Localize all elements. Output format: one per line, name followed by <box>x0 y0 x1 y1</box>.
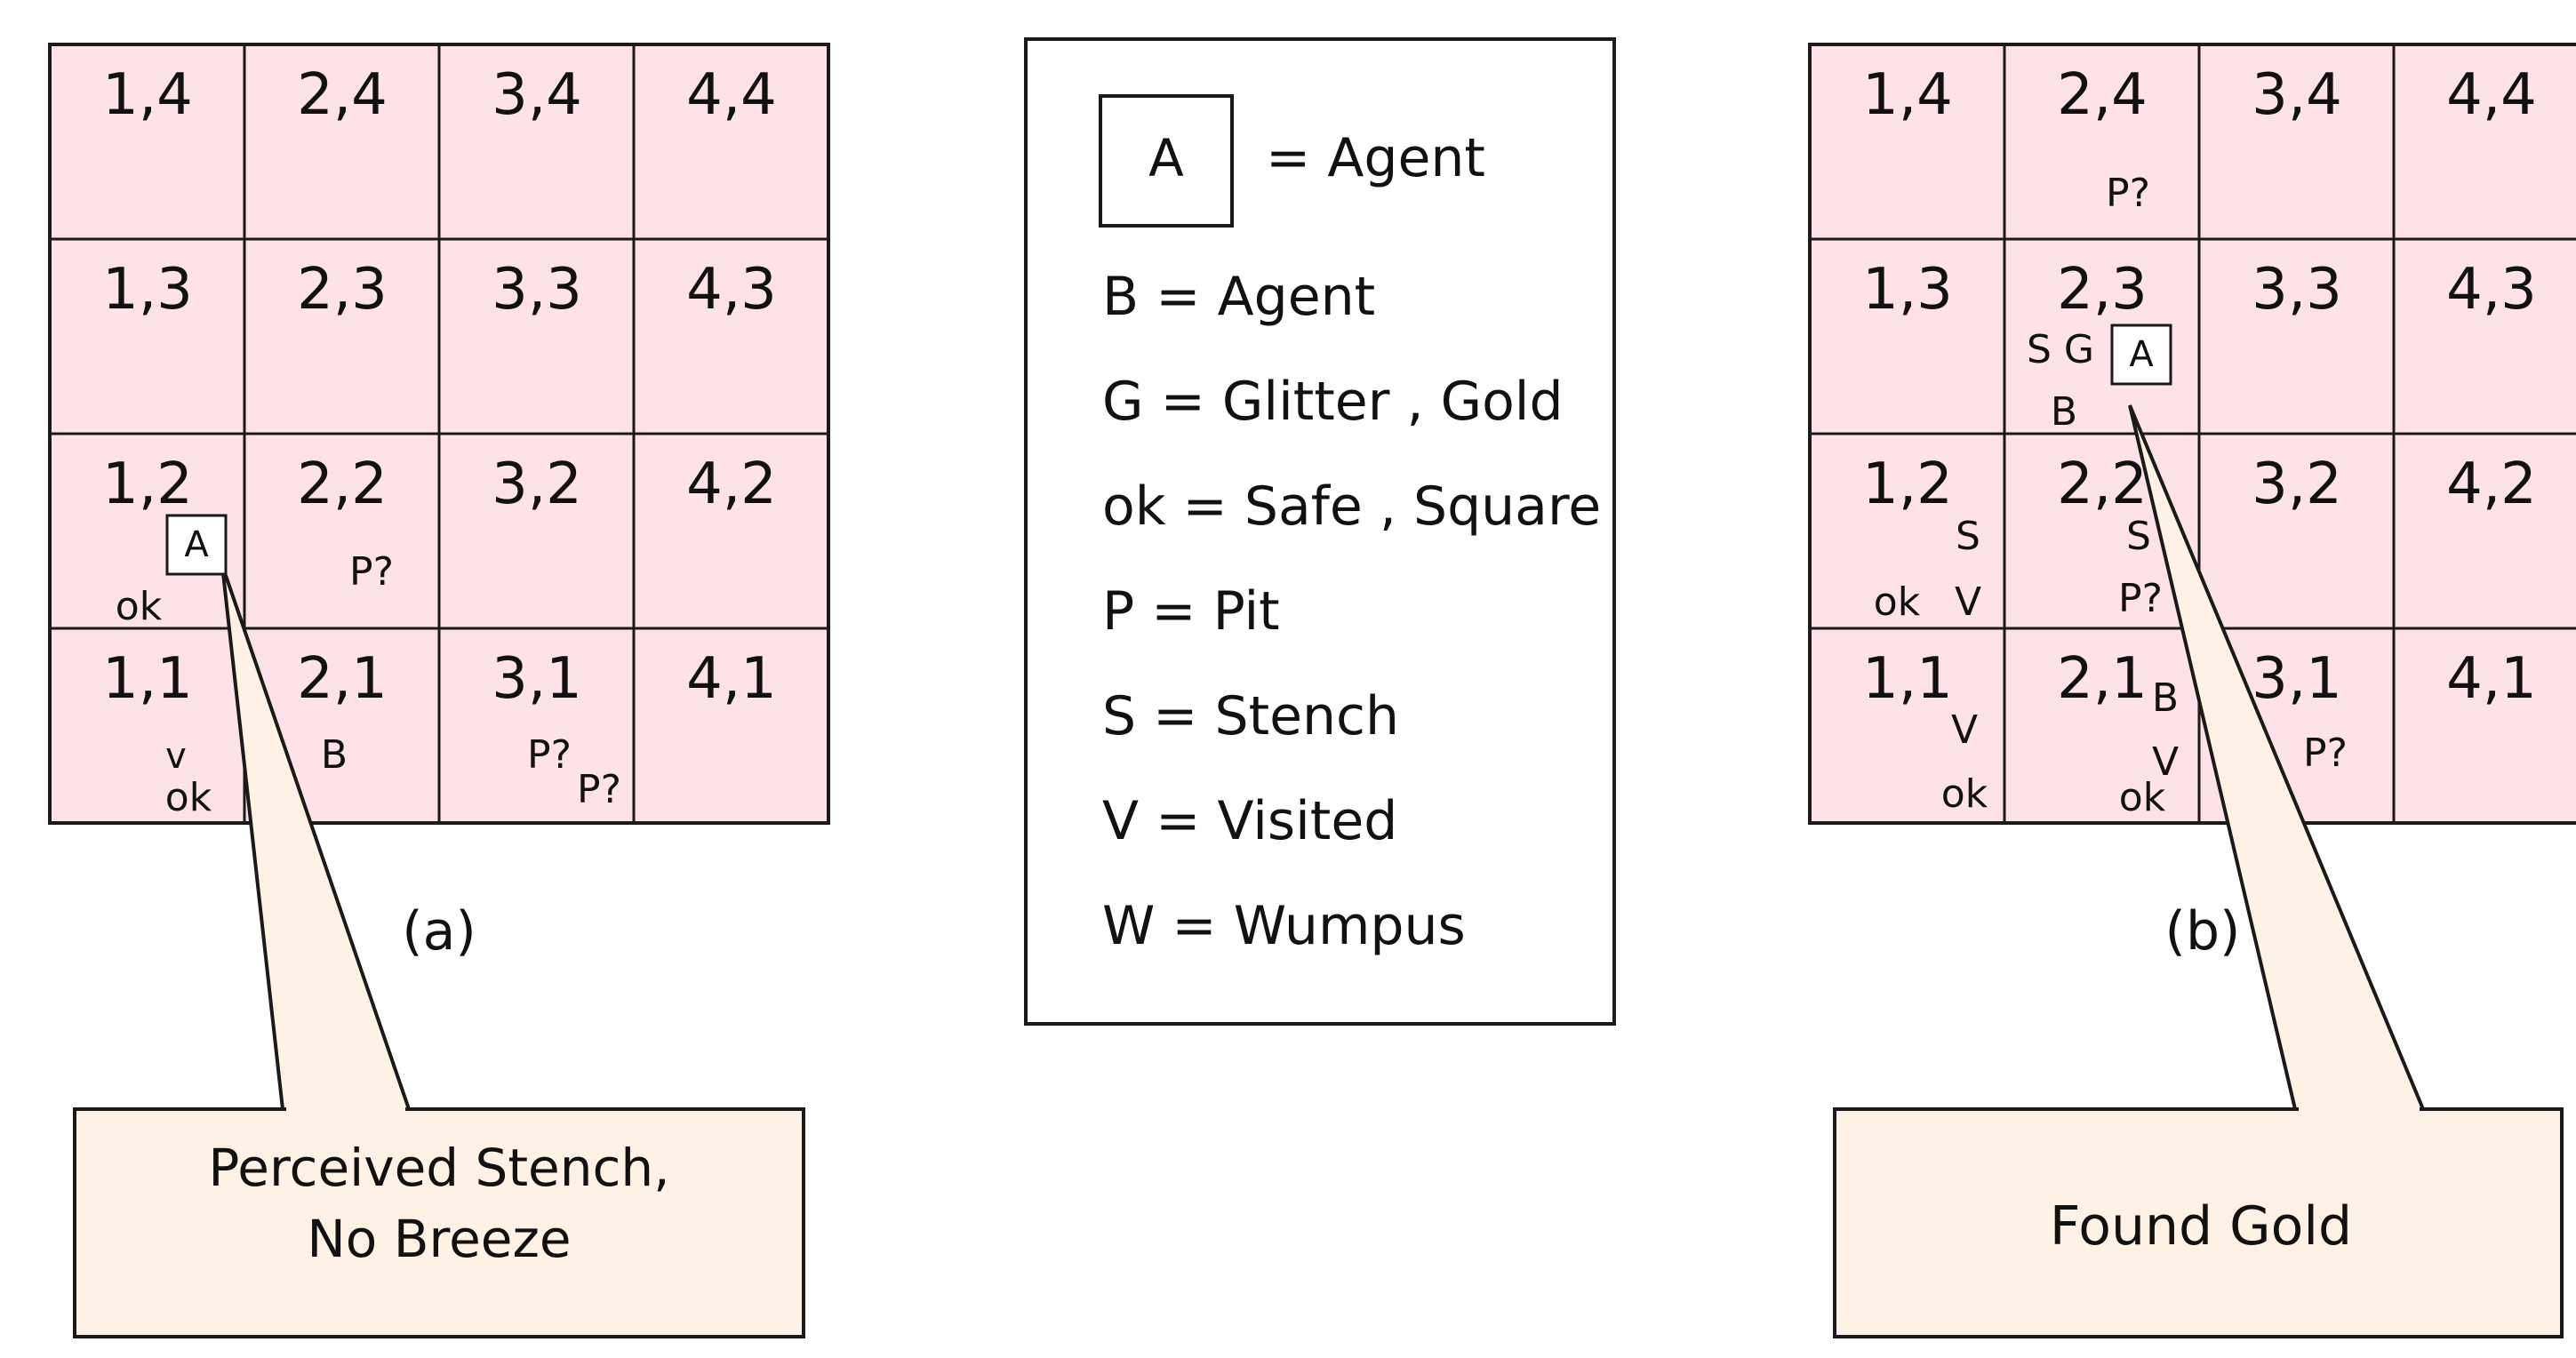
grid-b-ok-mark: ok <box>1874 579 1921 625</box>
grid-a-cell-label: 3,2 <box>492 451 582 517</box>
legend-item: S = Stench <box>1102 685 1399 747</box>
grid-a-cell-label: 2,2 <box>297 451 388 517</box>
grid-b-ok-mark: ok <box>2119 775 2166 820</box>
grid-b-cell-label: 4,2 <box>2446 451 2537 517</box>
grid-b-breeze-mark: B <box>2051 389 2077 435</box>
grid-b-stench-glitter-mark: S G <box>2027 327 2094 372</box>
grid-a: 1,4 2,4 3,4 4,4 1,3 2,3 3,3 4,3 1,2 2,2 … <box>48 43 830 1338</box>
grid-b-visited-mark: V <box>2152 739 2179 785</box>
grid-a-visited-mark: v <box>165 736 187 777</box>
grid-a-cell-label: 4,2 <box>686 451 777 517</box>
grid-b-visited-mark: V <box>1951 707 1978 753</box>
grid-a-callout-text: Perceived Stench, <box>208 1138 669 1198</box>
grid-a-cell-label: 1,3 <box>102 257 193 323</box>
grid-b-cell-label: 4,3 <box>2446 257 2537 323</box>
grid-b-pit-mark: P? <box>2118 576 2163 621</box>
grid-a-agent-marker <box>165 514 228 576</box>
grid-a-cell-label: 1,2 <box>102 451 193 517</box>
grid-a-ok-mark: ok <box>165 775 212 820</box>
grid-a-cell-label: 2,4 <box>297 62 388 128</box>
grid-b: 1,4 2,4 3,4 4,4 1,3 2,3 3,3 4,3 1,2 2,2 … <box>1808 43 2576 1338</box>
grid-a-cell-label: 1,4 <box>102 62 193 128</box>
grid-a-callout-box <box>73 1107 805 1338</box>
grid-a-ok-mark: ok <box>116 584 163 629</box>
grid-b-pit-mark: P? <box>2303 731 2348 776</box>
grid-b-cell-label: 4,1 <box>2446 646 2537 712</box>
grid-b-cell-label: 1,4 <box>1862 62 1953 128</box>
grid-a-cell-label: 4,1 <box>686 646 777 712</box>
grid-a-cell-label: 2,1 <box>297 646 388 712</box>
grid-a-cell-label: 3,3 <box>492 257 582 323</box>
grid-b-cell-label: 3,2 <box>2252 451 2342 517</box>
grid-b-cell-label: 3,1 <box>2252 646 2342 712</box>
grid-b-stench-mark: S <box>1956 514 1980 559</box>
grid-a-pit-mark: P? <box>527 732 572 778</box>
grid-a-pit-mark: P? <box>349 549 394 595</box>
grid-b-cell-label: 3,4 <box>2252 62 2342 128</box>
grid-b-cell-label: 3,3 <box>2252 257 2342 323</box>
grid-b-pit-mark: P? <box>2106 171 2150 216</box>
grid-a-cell-label: 1,1 <box>102 646 193 712</box>
legend-agent-text: = Agent <box>1266 127 1485 189</box>
grid-a-callout-text: No Breeze <box>307 1209 571 1269</box>
grid-a-agent-label: A <box>184 524 209 565</box>
grid-b-cell-label: 4,4 <box>2446 62 2537 128</box>
grid-b-ok-mark: ok <box>1941 771 1988 817</box>
grid-b-callout-text: Found Gold <box>2050 1195 2352 1258</box>
grid-b-cell-label: 2,1 <box>2057 646 2148 712</box>
legend: A = Agent B = Agent G = Glitter , Gold o… <box>1024 37 1616 1026</box>
grid-a-breeze-mark: B <box>321 732 348 778</box>
legend-agent-symbol-box <box>1099 94 1234 228</box>
legend-item: P = Pit <box>1102 580 1280 643</box>
legend-item: B = Agent <box>1102 266 1375 328</box>
grid-b-breeze-mark: B <box>2152 675 2179 721</box>
grid-a-pit-mark: P? <box>577 767 621 812</box>
grid-b-cell-label: 1,2 <box>1862 451 1953 517</box>
grid-b-cell-label: 2,2 <box>2057 451 2148 517</box>
grid-b-stench-mark: S <box>2126 514 2151 559</box>
grid-b-cell-label: 1,1 <box>1862 646 1953 712</box>
grid-a-cell-label: 3,4 <box>492 62 582 128</box>
grid-b-cell-label: 2,4 <box>2057 62 2148 128</box>
grid-b-cell-label: 2,3 <box>2057 257 2148 323</box>
grid-b-cell-label: 1,3 <box>1862 257 1953 323</box>
grid-a-cell-label: 3,1 <box>492 646 582 712</box>
grid-b-visited-mark: V <box>1955 579 1981 625</box>
legend-agent-symbol: A <box>1148 128 1184 188</box>
grid-b-agent-marker <box>2110 324 2172 386</box>
grid-a-cell-label: 4,3 <box>686 257 777 323</box>
grid-a-cell-label: 4,4 <box>686 62 777 128</box>
grid-a-caption: (a) <box>402 900 476 963</box>
grid-b-agent-label: A <box>2129 334 2154 375</box>
legend-item: G = Glitter , Gold <box>1102 371 1564 433</box>
grid-a-cell-label: 2,3 <box>297 257 388 323</box>
legend-item: ok = Safe , Square <box>1102 475 1601 538</box>
legend-item: W = Wumpus <box>1102 895 1466 957</box>
grid-b-caption: (b) <box>2165 900 2241 963</box>
legend-item: V = Visited <box>1102 790 1397 852</box>
